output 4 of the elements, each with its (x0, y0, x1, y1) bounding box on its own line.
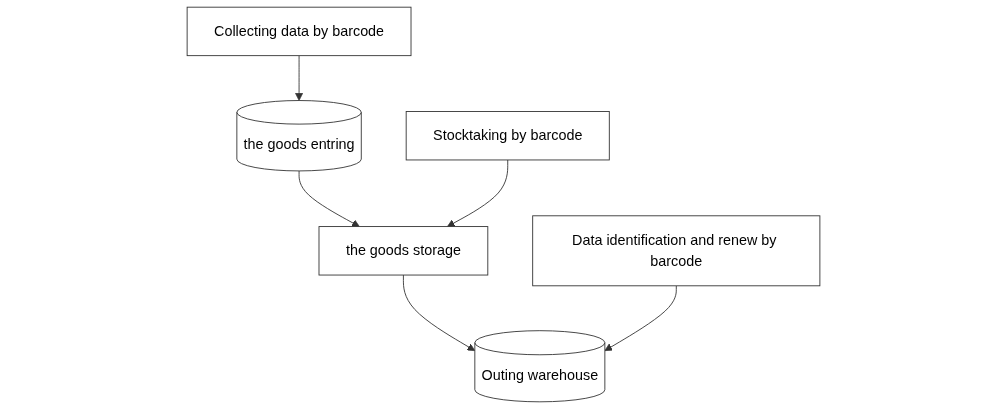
node-box: Collecting data by barcode (187, 6, 412, 57)
node-box: Stocktaking by barcode (406, 111, 611, 161)
node-box: the goods storage (319, 226, 489, 276)
node-box: Data identification and renew by barcode (532, 215, 821, 287)
